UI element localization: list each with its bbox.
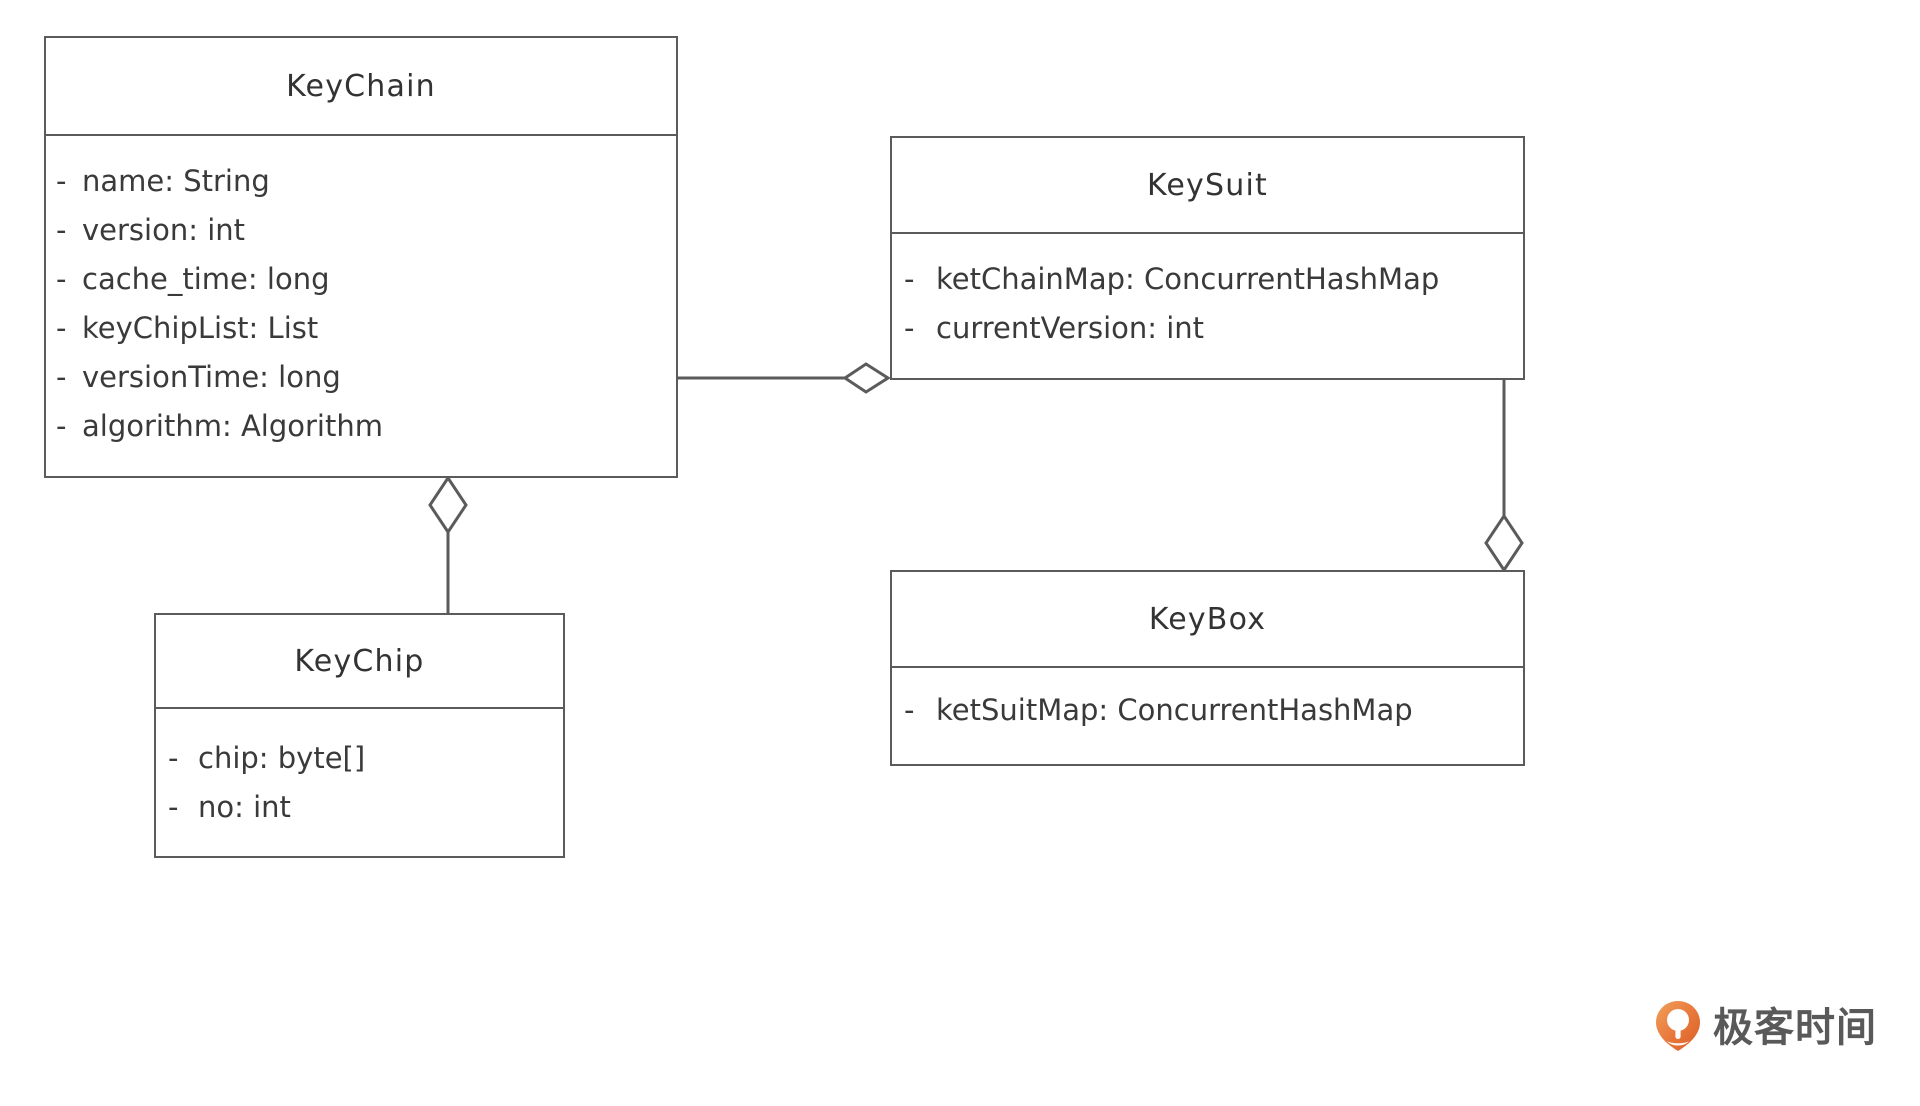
attribute-text: chip: byte[]	[198, 740, 366, 775]
uml-class-title-keybox: KeyBox	[1148, 601, 1267, 637]
uml-class-keysuit[interactable]: KeySuit - ketChainMap: ConcurrentHashMap…	[890, 136, 1525, 380]
uml-attribute-row: - no: int	[156, 783, 563, 832]
uml-attribute-row: - version: int	[46, 206, 676, 255]
attribute-text: version: int	[82, 213, 246, 247]
uml-class-keychain[interactable]: KeyChain - name: String - version: int -…	[44, 36, 678, 478]
attribute-text: currentVersion: int	[936, 311, 1205, 345]
uml-attribute-row: - ketChainMap: ConcurrentHashMap	[892, 255, 1523, 304]
visibility-marker: -	[56, 213, 67, 247]
uml-class-header-keybox: KeyBox	[892, 572, 1523, 668]
visibility-marker: -	[56, 164, 67, 198]
uml-attribute-row: - algorithm: Algorithm	[46, 402, 676, 451]
uml-attributes-keychip: - chip: byte[] - no: int	[156, 709, 563, 856]
watermark-brand-text: 极客时间	[1713, 1005, 1877, 1051]
uml-class-title-keychip: KeyChip	[294, 643, 425, 679]
visibility-marker: -	[56, 360, 67, 394]
uml-attribute-row: - name: String	[46, 157, 676, 206]
visibility-marker: -	[904, 692, 915, 727]
visibility-marker: -	[56, 409, 67, 443]
uml-attributes-keychain: - name: String - version: int - cache_ti…	[46, 136, 676, 476]
uml-attributes-keybox: - ketSuitMap: ConcurrentHashMap	[892, 668, 1523, 764]
uml-class-keychip[interactable]: KeyChip - chip: byte[] - no: int	[154, 613, 565, 858]
aggregation-diamond-keychain	[428, 475, 468, 535]
uml-class-keybox[interactable]: KeyBox - ketSuitMap: ConcurrentHashMap	[890, 570, 1525, 766]
visibility-marker: -	[904, 311, 915, 345]
aggregation-diamond-keybox	[1484, 513, 1524, 573]
uml-attributes-keysuit: - ketChainMap: ConcurrentHashMap - curre…	[892, 234, 1523, 378]
visibility-marker: -	[168, 740, 179, 775]
attribute-text: cache_time: long	[82, 262, 330, 296]
uml-attribute-row: - ketSuitMap: ConcurrentHashMap	[892, 686, 1523, 735]
uml-attribute-row: - versionTime: long	[46, 353, 676, 402]
relation-keychain-keychip	[428, 475, 468, 613]
uml-class-header-keychip: KeyChip	[156, 615, 563, 709]
uml-class-title-keysuit: KeySuit	[1147, 167, 1268, 203]
uml-class-header-keysuit: KeySuit	[892, 138, 1523, 234]
geektime-logo-icon	[1655, 1000, 1701, 1056]
attribute-text: versionTime: long	[82, 360, 341, 394]
uml-attribute-row: - keyChipList: List	[46, 304, 676, 353]
visibility-marker: -	[56, 262, 67, 296]
relation-keysuit-keybox	[1484, 380, 1524, 573]
uml-class-header-keychain: KeyChain	[46, 38, 676, 136]
uml-attribute-row: - cache_time: long	[46, 255, 676, 304]
uml-attribute-row: - chip: byte[]	[156, 734, 563, 783]
aggregation-diamond-keysuit	[842, 362, 891, 394]
attribute-text: keyChipList: List	[82, 311, 319, 345]
uml-class-title-keychain: KeyChain	[286, 68, 436, 104]
attribute-text: ketChainMap: ConcurrentHashMap	[936, 262, 1440, 296]
attribute-text: algorithm: Algorithm	[82, 409, 383, 443]
relation-keysuit-keychain	[678, 362, 891, 394]
attribute-text: ketSuitMap: ConcurrentHashMap	[936, 692, 1413, 727]
visibility-marker: -	[56, 311, 67, 345]
uml-attribute-row: - currentVersion: int	[892, 304, 1523, 353]
visibility-marker: -	[904, 262, 915, 296]
attribute-text: no: int	[198, 789, 291, 824]
watermark: 极客时间	[1655, 1000, 1877, 1056]
attribute-text: name: String	[82, 164, 270, 198]
visibility-marker: -	[168, 789, 179, 824]
